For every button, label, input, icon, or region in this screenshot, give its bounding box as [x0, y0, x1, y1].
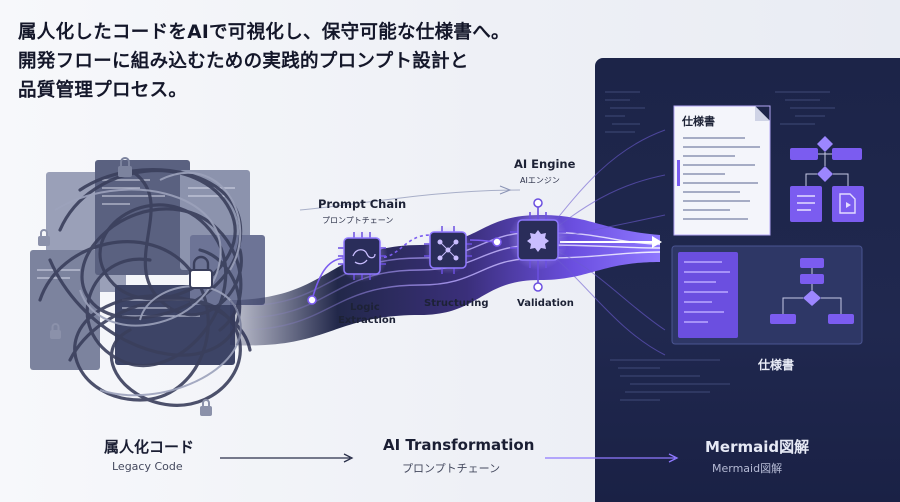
legacy-code-subtitle: Legacy Code	[112, 460, 183, 473]
mermaid-subtitle: Mermaid図解	[712, 462, 783, 475]
output-arrow	[560, 236, 662, 248]
mermaid-title: Mermaid図解	[705, 438, 810, 456]
spec-label: 仕様書	[758, 358, 795, 372]
prompt-chain-subtitle: プロンプトチェーン	[322, 216, 394, 225]
lock-icon	[189, 255, 213, 289]
ai-transformation-title: AI Transformation	[383, 436, 535, 454]
tangled-code-lines	[38, 168, 252, 407]
lock-icon	[50, 323, 61, 339]
validation-label: Validation	[517, 298, 574, 309]
logic-extraction-chip	[336, 230, 388, 282]
validation-chip	[508, 198, 568, 292]
headline-line-3: 品質管理プロセス。	[18, 80, 188, 101]
ai-engine-subtitle: AIエンジン	[520, 176, 560, 185]
spec-document-title: 仕様書	[682, 115, 715, 128]
ai-transformation-subtitle: プロンプトチェーン	[402, 462, 501, 475]
headline: 属人化したコードをAIで可視化し、保守可能な仕様書へ。 開発フローに組み込むため…	[18, 18, 578, 105]
structuring-chip	[424, 226, 472, 274]
logic-extraction-label-2: Extraction	[338, 315, 396, 326]
background-code	[605, 91, 835, 401]
lock-icon	[118, 157, 132, 177]
lock-icon	[200, 399, 212, 416]
legacy-code-title: 属人化コード	[104, 438, 195, 456]
spec-document	[673, 105, 771, 236]
mermaid-diagram-card	[671, 245, 863, 345]
headline-line-1: 属人化したコードをAIで可視化し、保守可能な仕様書へ。	[18, 22, 510, 43]
bottom-flow-arrows	[220, 453, 679, 463]
ai-engine-title: AI Engine	[514, 157, 576, 171]
lock-icon	[38, 229, 50, 246]
logic-extraction-label-1: Logic	[350, 302, 380, 313]
flowchart-top	[790, 136, 864, 222]
prompt-chain-title: Prompt Chain	[318, 197, 407, 211]
structuring-label: Structuring	[424, 298, 489, 309]
headline-line-2: 開発フローに組み込むための実践的プロンプト設計と	[18, 51, 469, 72]
